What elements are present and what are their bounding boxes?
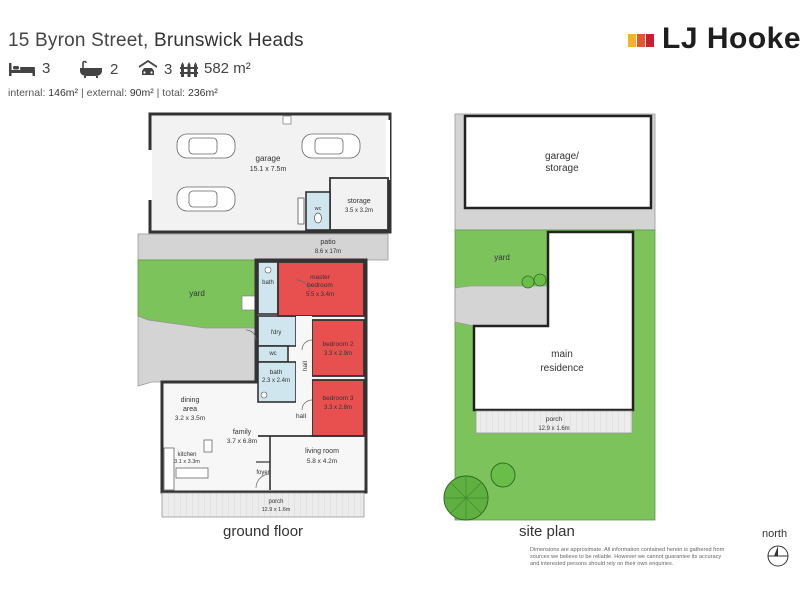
site-porch-size: 12.9 x 1.6m xyxy=(538,426,569,432)
internal-value: 146m² xyxy=(48,87,79,99)
master-label: master xyxy=(310,274,331,281)
bedroom3-size: 3.3 x 2.8m xyxy=(324,405,352,411)
master-bedroom-room xyxy=(277,261,365,317)
bath2-label: bath xyxy=(270,369,283,376)
garage-wc-label: wc xyxy=(314,206,322,212)
bedroom3-label: bedroom 3 xyxy=(322,395,353,402)
storage-label: storage xyxy=(347,198,370,205)
logo-bars xyxy=(628,34,654,47)
bath2-size: 2.3 x 2.4m xyxy=(262,378,290,384)
external-value: 90m² xyxy=(129,87,154,99)
land-size: 582 m² xyxy=(204,60,251,77)
site-plan xyxy=(443,113,656,521)
site-garage-label-2: storage xyxy=(545,163,579,174)
master-size: 5.5 x 3.4m xyxy=(306,292,334,298)
site-main-label-2: residence xyxy=(540,363,584,374)
porch-label: porch xyxy=(268,499,283,505)
north-label: north xyxy=(762,528,788,540)
compass-icon xyxy=(767,545,789,567)
bath1-label: bath xyxy=(262,280,274,286)
living-size: 5.8 x 4.2m xyxy=(307,458,337,465)
wc-label: wc xyxy=(268,351,276,357)
porch-size: 12.9 x 1.6m xyxy=(262,507,291,513)
bedroom2-size: 3.3 x 2.9m xyxy=(324,351,352,357)
hall-label: hall xyxy=(296,413,307,420)
patio xyxy=(137,233,389,261)
ground-floor-caption: ground floor xyxy=(223,523,304,540)
site-porch xyxy=(475,410,633,434)
patio-size: 8.6 x 17m xyxy=(315,249,341,255)
car-outlines xyxy=(176,133,361,212)
ground-floor-labels: garage 15.1 x 7.5m storage 3.5 x 3.2m wc… xyxy=(174,154,373,513)
disclaimer-text: Dimensions are approximate. All informat… xyxy=(530,547,725,567)
total-value: 236m² xyxy=(188,87,218,99)
storage-room xyxy=(329,177,389,231)
fence-icon xyxy=(180,61,198,77)
logo-text: LJ Hooker xyxy=(662,22,800,55)
dining-size: 3.2 x 3.5m xyxy=(175,415,205,422)
hall-vertical-label: hall xyxy=(302,360,309,371)
cars-stat: 3 xyxy=(138,60,172,78)
baths-count: 2 xyxy=(110,60,119,78)
patio-label: patio xyxy=(320,239,335,246)
site-plan-caption: site plan xyxy=(519,523,575,540)
tree-icon xyxy=(443,273,547,521)
site-porch-label: porch xyxy=(546,416,563,423)
kitchen-bench xyxy=(163,447,175,491)
dining-label: dining xyxy=(181,397,200,404)
floor-areas: internal: 146m² | external: 90m² | total… xyxy=(8,87,218,99)
front-porch xyxy=(161,492,365,518)
beds-stat: 3 xyxy=(8,60,50,77)
kitchen-size: 3.1 x 3.3m xyxy=(174,459,200,465)
baths-stat: 2 xyxy=(78,60,118,78)
garage-label: garage xyxy=(256,154,281,163)
hall-corridor xyxy=(296,316,312,436)
site-garage xyxy=(463,114,653,210)
bedroom2-label: bedroom 2 xyxy=(322,341,353,348)
address-street: 15 Byron Street, xyxy=(8,30,154,51)
lj-hooker-logo: LJ Hooker xyxy=(628,22,800,55)
property-address: 15 Byron Street, Brunswick Heads xyxy=(8,30,304,52)
bed-icon xyxy=(9,62,35,76)
site-side-paving xyxy=(454,285,549,327)
storage-size: 3.5 x 3.2m xyxy=(345,208,373,214)
family-size: 3.7 x 6.8m xyxy=(227,438,257,445)
master-label-2: bedroom xyxy=(307,282,333,289)
site-main-label: main xyxy=(551,349,573,360)
garage-size: 15.1 x 7.5m xyxy=(250,166,287,173)
beds-count: 3 xyxy=(42,60,51,77)
dining-label-2: area xyxy=(183,406,197,413)
site-main-residence xyxy=(472,230,635,412)
family-label: family xyxy=(233,429,252,436)
site-yard-label: yard xyxy=(494,253,510,262)
ground-floor-plan xyxy=(137,112,392,518)
external-label: | external: xyxy=(78,87,130,99)
garage-wc xyxy=(305,191,331,231)
car-icon xyxy=(138,60,158,75)
yard-label: yard xyxy=(189,289,205,298)
bath-icon xyxy=(80,60,102,78)
ldry-label: l'dry xyxy=(271,330,282,336)
kitchen-label: kitchen xyxy=(177,452,196,458)
foyer-label: foyer xyxy=(256,470,269,476)
land-stat: 582 m² xyxy=(180,60,251,77)
site-garage-label: garage/ xyxy=(545,151,579,162)
living-label: living room xyxy=(305,448,339,455)
address-suburb: Brunswick Heads xyxy=(153,30,304,51)
total-label: | total: xyxy=(153,87,188,99)
north-indicator: north xyxy=(760,528,796,568)
internal-label: internal: xyxy=(8,87,49,99)
bedroom2-room xyxy=(311,319,365,377)
site-plan-labels: garage/ storage yard main residence porc… xyxy=(494,151,584,432)
cars-count: 3 xyxy=(164,60,173,78)
